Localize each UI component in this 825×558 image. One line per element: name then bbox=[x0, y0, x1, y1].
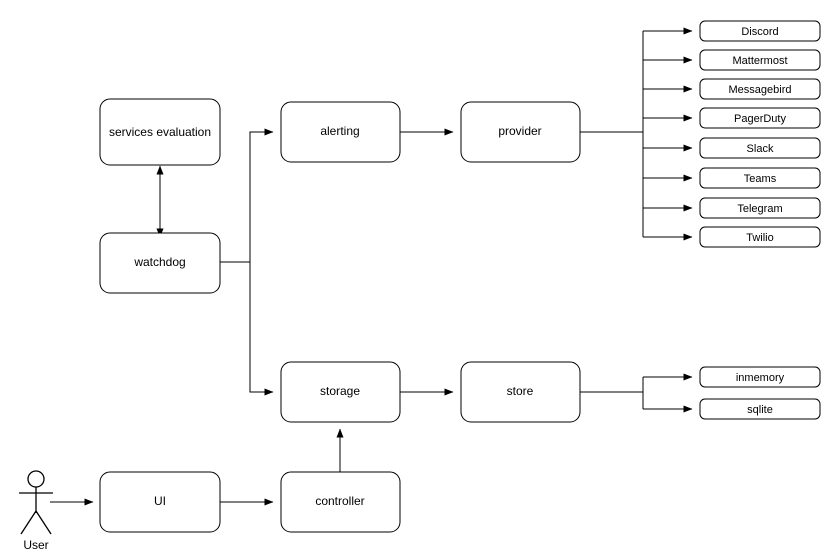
node-store[interactable]: store bbox=[460, 361, 581, 423]
leaf-node-slack[interactable]: Slack bbox=[699, 137, 821, 159]
leaf-node-mattermost-label: Mattermost bbox=[732, 55, 787, 67]
leaf-node-sqlite-label: sqlite bbox=[747, 404, 773, 416]
node-controller-box[interactable] bbox=[280, 471, 401, 533]
node-services-evaluation-label: services evaluation bbox=[109, 125, 211, 139]
node-services-evaluation-box[interactable] bbox=[99, 98, 221, 166]
leaf-node-slack-label: Slack bbox=[747, 143, 774, 155]
node-ui-box[interactable] bbox=[99, 471, 221, 533]
node-provider-box[interactable] bbox=[460, 101, 581, 163]
node-watchdog[interactable]: watchdog bbox=[99, 232, 221, 294]
node-alerting-label: alerting bbox=[320, 124, 359, 138]
node-watchdog-label: watchdog bbox=[133, 255, 185, 269]
leaf-node-slack-box[interactable] bbox=[699, 137, 821, 159]
user-actor[interactable]: User bbox=[19, 470, 53, 552]
node-controller-label: controller bbox=[315, 494, 364, 508]
leaf-node-messagebird-box[interactable] bbox=[699, 78, 821, 100]
edge-watchdog-storage bbox=[249, 262, 274, 396]
node-provider[interactable]: provider bbox=[460, 101, 581, 163]
node-store-box[interactable] bbox=[460, 361, 581, 423]
leaf-node-telegram-label: Telegram bbox=[737, 203, 782, 215]
user-actor-label: User bbox=[23, 538, 48, 552]
leaf-node-discord[interactable]: Discord bbox=[699, 20, 821, 42]
actor-leg-right-icon bbox=[35, 510, 52, 535]
node-provider-label: provider bbox=[498, 124, 541, 138]
node-controller[interactable]: controller bbox=[280, 471, 401, 533]
leaf-node-messagebird-label: Messagebird bbox=[729, 84, 792, 96]
node-ui[interactable]: UI bbox=[99, 471, 221, 533]
leaf-node-sqlite-box[interactable] bbox=[699, 398, 821, 420]
node-store-label: store bbox=[507, 384, 534, 398]
leaf-node-pagerduty-label: PagerDuty bbox=[734, 113, 786, 125]
leaf-node-telegram[interactable]: Telegram bbox=[699, 197, 821, 219]
node-services-evaluation[interactable]: services evaluation bbox=[99, 98, 221, 166]
node-watchdog-box[interactable] bbox=[99, 232, 221, 294]
leaf-node-twilio-box[interactable] bbox=[699, 226, 821, 248]
leaf-node-inmemory-box[interactable] bbox=[699, 366, 821, 388]
node-alerting-box[interactable] bbox=[280, 101, 401, 163]
node-alerting[interactable]: alerting bbox=[280, 101, 401, 163]
leaf-node-twilio[interactable]: Twilio bbox=[699, 226, 821, 248]
leaf-node-discord-label: Discord bbox=[741, 26, 778, 38]
leaf-node-inmemory-label: inmemory bbox=[736, 372, 785, 384]
leaf-node-mattermost[interactable]: Mattermost bbox=[699, 49, 821, 71]
node-ui-label: UI bbox=[154, 494, 166, 508]
actor-leg-left-icon bbox=[20, 510, 37, 535]
leaf-node-mattermost-box[interactable] bbox=[699, 49, 821, 71]
actor-head-icon bbox=[27, 470, 45, 488]
node-storage-label: storage bbox=[320, 384, 360, 398]
node-storage-box[interactable] bbox=[280, 361, 401, 423]
leaf-node-twilio-label: Twilio bbox=[746, 232, 774, 244]
leaf-node-sqlite[interactable]: sqlite bbox=[699, 398, 821, 420]
leaf-node-pagerduty-box[interactable] bbox=[699, 107, 821, 129]
node-storage[interactable]: storage bbox=[280, 361, 401, 423]
edge-watchdog-alerting bbox=[220, 128, 274, 263]
leaf-node-telegram-box[interactable] bbox=[699, 197, 821, 219]
leaf-node-teams[interactable]: Teams bbox=[699, 167, 821, 189]
leaf-node-teams-label: Teams bbox=[744, 173, 777, 185]
leaf-node-inmemory[interactable]: inmemory bbox=[699, 366, 821, 388]
leaf-node-messagebird[interactable]: Messagebird bbox=[699, 78, 821, 100]
leaf-node-discord-box[interactable] bbox=[699, 20, 821, 42]
leaf-node-teams-box[interactable] bbox=[699, 167, 821, 189]
leaf-node-pagerduty[interactable]: PagerDuty bbox=[699, 107, 821, 129]
